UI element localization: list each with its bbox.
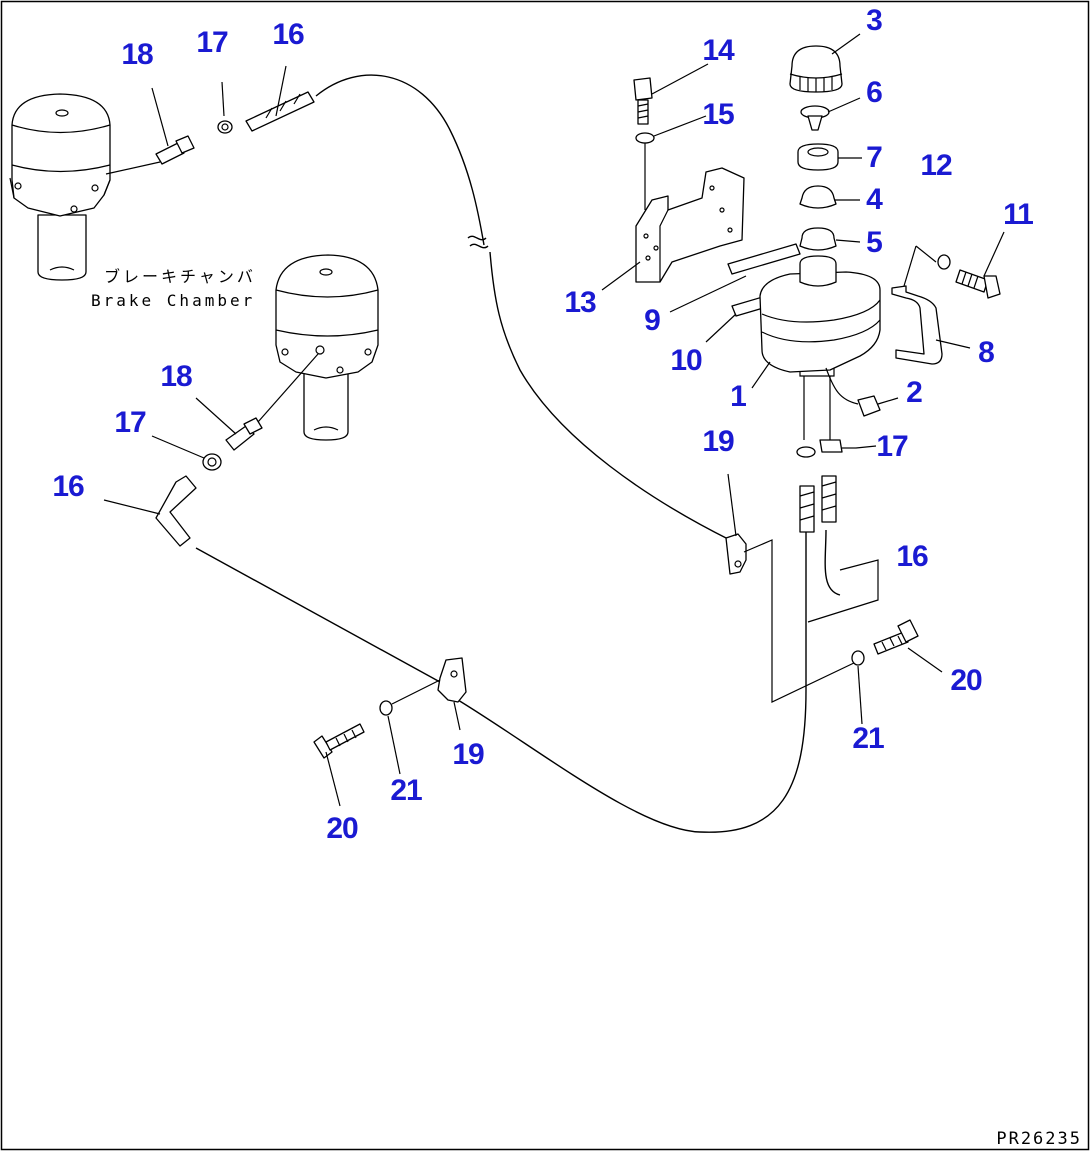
part-label-16-right: 16 (896, 540, 928, 573)
part-label-7: 7 (866, 141, 882, 174)
caption-english: Brake Chamber (91, 291, 255, 310)
part-label-13: 13 (564, 286, 596, 319)
caption-japanese: ブレーキチャンバ (104, 267, 256, 286)
part-label-4: 4 (866, 183, 883, 216)
clamp-19-lower (391, 657, 467, 705)
washer-21-right (851, 650, 865, 666)
brake-chamber-upper (9, 93, 111, 281)
part-label-12: 12 (920, 149, 952, 182)
bolt-20-right (873, 619, 919, 655)
part-label-16-lower: 16 (52, 470, 84, 503)
part-label-5: 5 (866, 226, 882, 259)
part-label-19-upper: 19 (702, 425, 734, 458)
washer-21-lower (379, 700, 393, 716)
part-label-14: 14 (702, 34, 735, 67)
cap-3 (789, 45, 843, 93)
part-label-21-right: 21 (852, 722, 884, 755)
hose-break-symbol (467, 235, 489, 249)
part-label-17-upper: 17 (196, 26, 228, 59)
hose-upper-segment-b (489, 251, 731, 541)
hose-lower-segment-b (457, 510, 807, 833)
part-label-19-lower: 19 (452, 738, 484, 771)
bracket-13 (635, 167, 745, 283)
band-8 (891, 285, 943, 365)
bolt-14 (633, 77, 653, 125)
fitting-18-upper (105, 135, 195, 175)
nut-17-lower (202, 453, 222, 471)
hose-elbow-16-lower (155, 475, 197, 547)
drawing-code: PR26235 (996, 1129, 1082, 1149)
gasket-5 (799, 227, 837, 251)
leader-lines (103, 33, 1005, 807)
part-label-11: 11 (1003, 198, 1033, 231)
leader-clamp-upper (743, 539, 857, 703)
hose-upper-segment-a (315, 74, 485, 246)
part-label-10: 10 (670, 344, 702, 377)
part-labels: 18 17 16 18 17 16 14 15 13 3 6 7 4 5 9 1… (52, 4, 1034, 845)
hose-lower-segment-a (195, 547, 441, 683)
reservoir-tank-1 (759, 255, 881, 440)
washer-15 (635, 132, 655, 210)
brake-chamber-lower (275, 254, 379, 441)
hose-sleeve-16-upper (245, 91, 315, 132)
part-label-8: 8 (978, 336, 994, 369)
part-label-17-tank: 17 (876, 430, 908, 463)
leader-band (903, 245, 937, 287)
leader-16-right (807, 559, 879, 623)
part-label-20-right: 20 (950, 664, 982, 697)
part-label-16-upper: 16 (272, 18, 304, 51)
part-label-1: 1 (730, 380, 746, 413)
packing-4 (799, 185, 837, 209)
nut-17-upper (217, 120, 233, 134)
ring-7 (797, 143, 839, 171)
bolt-20-lower (313, 723, 365, 759)
hose-tank-return (824, 529, 841, 596)
clamp-19-upper (725, 533, 747, 575)
part-label-18-lower: 18 (160, 360, 192, 393)
fitting-17-tank (796, 439, 856, 458)
hose-sleeves-16-tank (799, 475, 837, 533)
part-label-21-lower: 21 (390, 774, 422, 807)
part-label-20-lower: 20 (326, 812, 358, 845)
fitting-18-lower (225, 353, 319, 451)
part-label-6: 6 (866, 76, 882, 109)
part-label-2: 2 (906, 376, 922, 409)
connector-2 (825, 367, 881, 417)
label-plate-9 (727, 243, 801, 275)
part-label-17-lower: 17 (114, 406, 146, 439)
filter-6 (800, 105, 830, 131)
part-label-15: 15 (702, 98, 734, 131)
washer-12 (937, 254, 951, 270)
part-label-3: 3 (866, 4, 882, 37)
part-label-9: 9 (644, 304, 660, 337)
part-label-18-upper: 18 (121, 38, 153, 71)
bolt-11 (955, 269, 1001, 299)
